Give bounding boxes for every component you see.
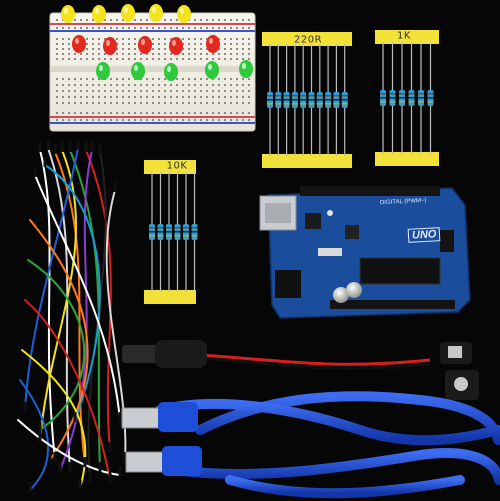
jumper-pin <box>98 144 102 154</box>
usb-cable <box>155 391 500 499</box>
label-10k: 10K <box>166 160 188 172</box>
tape-top <box>375 30 439 44</box>
jumper-pin <box>28 482 32 492</box>
jumper-pins <box>23 140 127 492</box>
jumper-pin <box>88 472 92 482</box>
tape-bottom <box>375 152 439 166</box>
tape-bottom <box>144 290 196 304</box>
jumper-pin <box>78 480 82 490</box>
tape-top <box>262 32 352 46</box>
jumper-pin <box>113 182 117 192</box>
tape-top <box>144 160 196 174</box>
tape-bottom <box>262 154 352 168</box>
jumper-pin <box>118 467 122 477</box>
jumper-pin <box>38 142 42 152</box>
jumper-pin <box>90 142 94 152</box>
jumper-pin <box>68 142 72 152</box>
jumper-pin <box>83 457 87 467</box>
jumper-pin <box>58 462 62 472</box>
jumper-wires <box>17 147 127 491</box>
jumper-pin <box>38 422 42 432</box>
jumper-pin <box>60 142 64 152</box>
resistor-strip-220 <box>262 32 352 168</box>
usb-connectors <box>121 402 202 476</box>
jumper-pin <box>48 452 52 462</box>
jumper-pin <box>108 472 112 482</box>
jumper-pin <box>53 144 57 154</box>
power-cable <box>122 340 479 400</box>
led-row-yellow <box>61 4 191 23</box>
arduino-uno-board <box>259 186 471 319</box>
jumper-pin <box>53 452 57 462</box>
jumper-pin <box>108 442 112 452</box>
jumper-pin <box>76 140 80 150</box>
jumper-pin <box>68 462 72 472</box>
jumper-pin <box>23 402 27 412</box>
jumper-pin <box>43 157 47 167</box>
jumper-pin <box>46 140 50 150</box>
led-row-green <box>96 60 253 81</box>
jumper-pin <box>98 462 102 472</box>
jumper-pin <box>123 452 127 462</box>
jumper-pin <box>33 167 37 177</box>
jumper-pin <box>84 142 88 152</box>
board-name: UNO <box>407 227 441 243</box>
breadboard <box>49 12 256 132</box>
jumper-pin <box>118 412 122 422</box>
label-220r: 220R <box>293 34 323 46</box>
jumper-pin <box>38 432 42 442</box>
jumper-pin <box>73 412 77 422</box>
leds <box>61 4 253 81</box>
resistor-strip-1k <box>375 30 439 166</box>
resistor-strip-10k <box>144 160 198 304</box>
led-row-red <box>72 35 220 55</box>
label-1k: 1K <box>397 30 411 42</box>
